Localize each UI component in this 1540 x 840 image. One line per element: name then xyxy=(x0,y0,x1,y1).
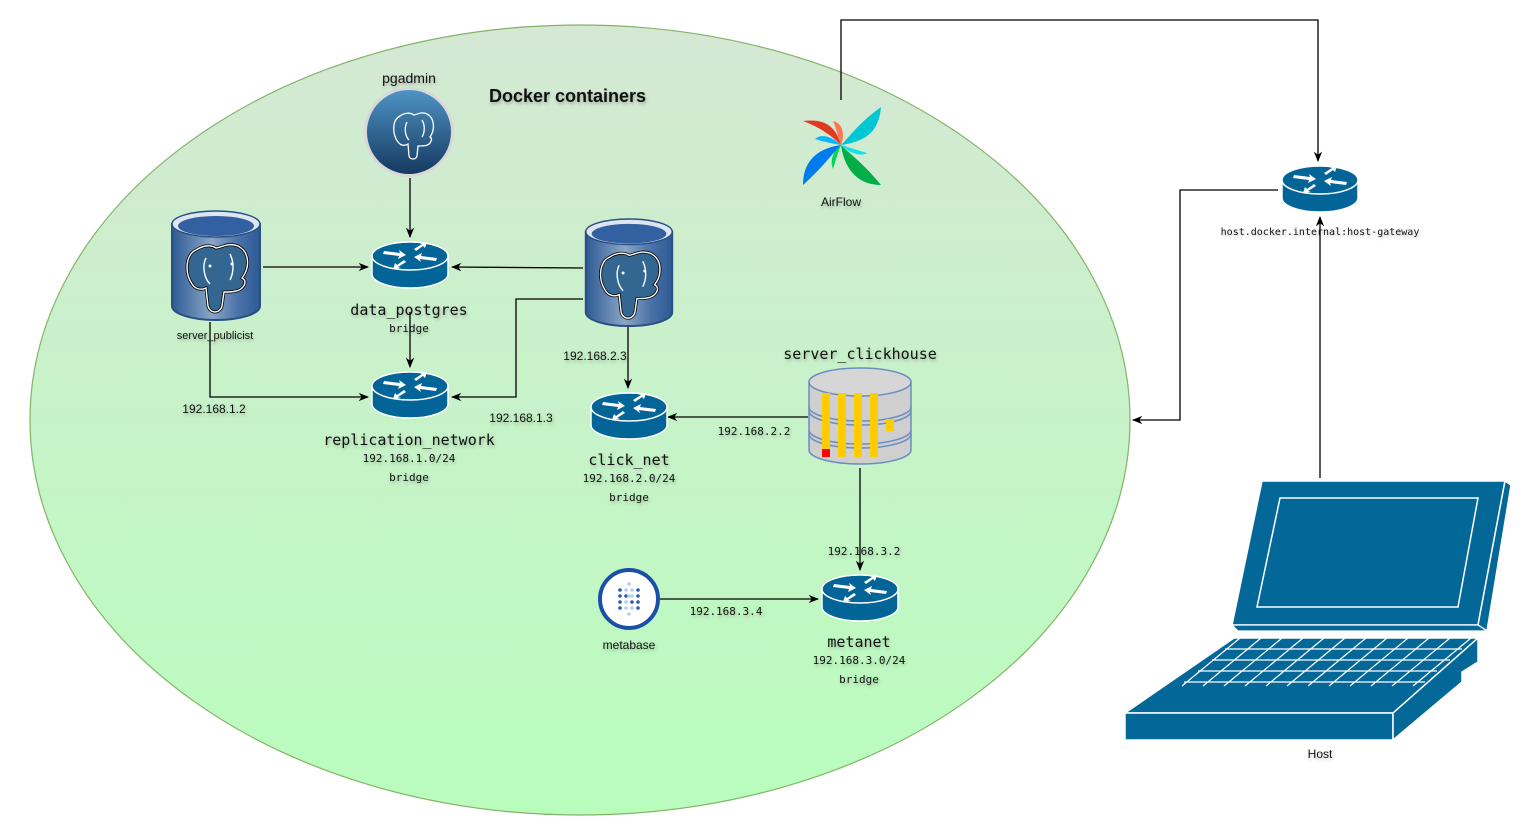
click-net-driver: bridge xyxy=(609,491,649,504)
router-replication-network-icon[interactable] xyxy=(371,371,449,419)
replication-network-name: replication_network xyxy=(323,431,495,449)
edge-host-gateway-docker xyxy=(1131,189,1278,425)
router-data-postgres-icon[interactable] xyxy=(371,241,449,289)
edge-publicist-replication xyxy=(209,322,370,402)
click-net-name: click_net xyxy=(588,451,670,469)
pgadmin-elephant-icon[interactable] xyxy=(364,87,454,177)
laptop-icon[interactable] xyxy=(1122,479,1512,742)
edge-label-clickhouse-metanet: 192.168.3.2 xyxy=(827,545,901,558)
clickhouse-database-icon[interactable] xyxy=(808,367,912,465)
postgres-replica-database-icon[interactable] xyxy=(584,218,674,328)
edge-label-postgres2-replication: 192.168.1.3 xyxy=(489,411,553,425)
data-postgres-network-name: data_postgres xyxy=(350,301,468,319)
edge-airflow-host-gateway xyxy=(840,19,1323,163)
server-publicist-label: server_publicist xyxy=(176,330,254,342)
metabase-icon[interactable] xyxy=(598,568,660,630)
edge-label-publicist-replication: 192.168.1.2 xyxy=(182,402,246,416)
router-host-gateway-icon[interactable] xyxy=(1281,165,1359,213)
airflow-pinwheel-icon[interactable] xyxy=(803,107,881,185)
host-label: Host xyxy=(1307,747,1333,761)
router-click-net-icon[interactable] xyxy=(590,392,668,440)
pgadmin-label: pgadmin xyxy=(382,70,436,86)
server-clickhouse-label: server_clickhouse xyxy=(783,345,937,363)
replication-network-subnet: 192.168.1.0/24 xyxy=(362,452,456,465)
laptop-keyboard xyxy=(1181,637,1472,687)
replication-network-driver: bridge xyxy=(389,471,429,484)
host-gateway-name: host.docker.internal:host-gateway xyxy=(1220,227,1420,238)
edge-label-postgres2-click: 192.168.2.3 xyxy=(563,349,627,363)
edge-label-clickhouse-click: 192.168.2.2 xyxy=(717,425,791,438)
airflow-label: AirFlow xyxy=(820,195,862,209)
edge-postgres2-data-postgres xyxy=(450,262,584,272)
metabase-dots xyxy=(618,588,640,610)
click-net-subnet: 192.168.2.0/24 xyxy=(582,472,676,485)
metabase-label: metabase xyxy=(602,638,656,652)
router-metanet-icon[interactable] xyxy=(821,574,899,622)
diagram-title: Docker containers xyxy=(489,86,647,106)
metanet-name: metanet xyxy=(827,633,891,651)
metanet-driver: bridge xyxy=(839,673,879,686)
edge-postgres2-replication xyxy=(450,298,583,402)
server-publicist-database-icon[interactable] xyxy=(170,210,262,322)
data-postgres-driver: bridge xyxy=(389,322,429,335)
connectors xyxy=(209,19,1325,604)
docker-containers-boundary xyxy=(29,24,1131,816)
edge-label-metabase-metanet: 192.168.3.4 xyxy=(689,605,763,618)
metanet-subnet: 192.168.3.0/24 xyxy=(812,654,906,667)
